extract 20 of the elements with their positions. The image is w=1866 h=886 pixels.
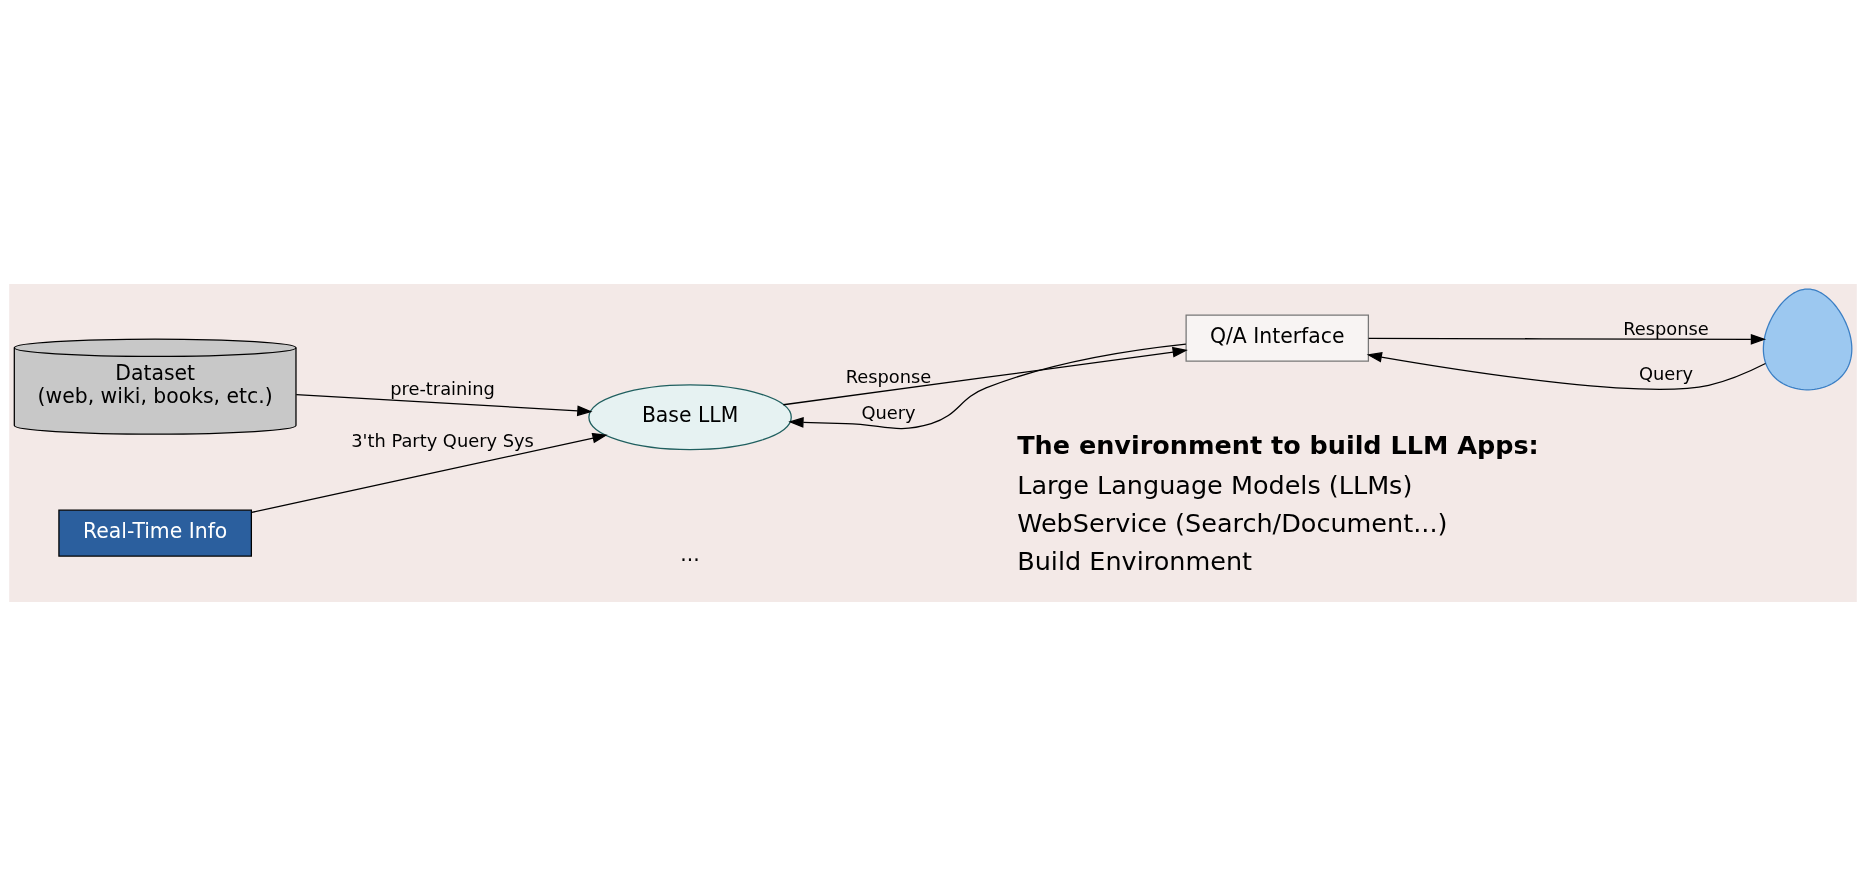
arrow	[1368, 333, 1767, 345]
label: WebService (Search/Document...)	[1017, 507, 1448, 538]
edge-label: 3'th Party Query Sys	[351, 429, 534, 451]
arrow	[782, 346, 1188, 406]
node-box: Real-Time Info	[58, 509, 252, 557]
arrow	[788, 343, 1187, 430]
edge-label: Query	[861, 401, 916, 423]
arrow	[1366, 351, 1767, 390]
node-box: Q/A Interface	[1185, 314, 1369, 362]
label: ...	[680, 541, 700, 566]
arrow	[250, 432, 608, 514]
edge-label: pre-training	[390, 377, 495, 399]
label: Large Language Models (LLMs)	[1017, 469, 1413, 500]
edge-label: Response	[845, 366, 932, 388]
arrow	[295, 394, 593, 417]
label: Build Environment	[1017, 546, 1253, 577]
edge-label: Response	[1623, 317, 1709, 339]
node-person	[1762, 288, 1853, 391]
label: The environment to build LLM Apps:	[1017, 430, 1539, 461]
edge-label: Query	[1638, 363, 1694, 385]
